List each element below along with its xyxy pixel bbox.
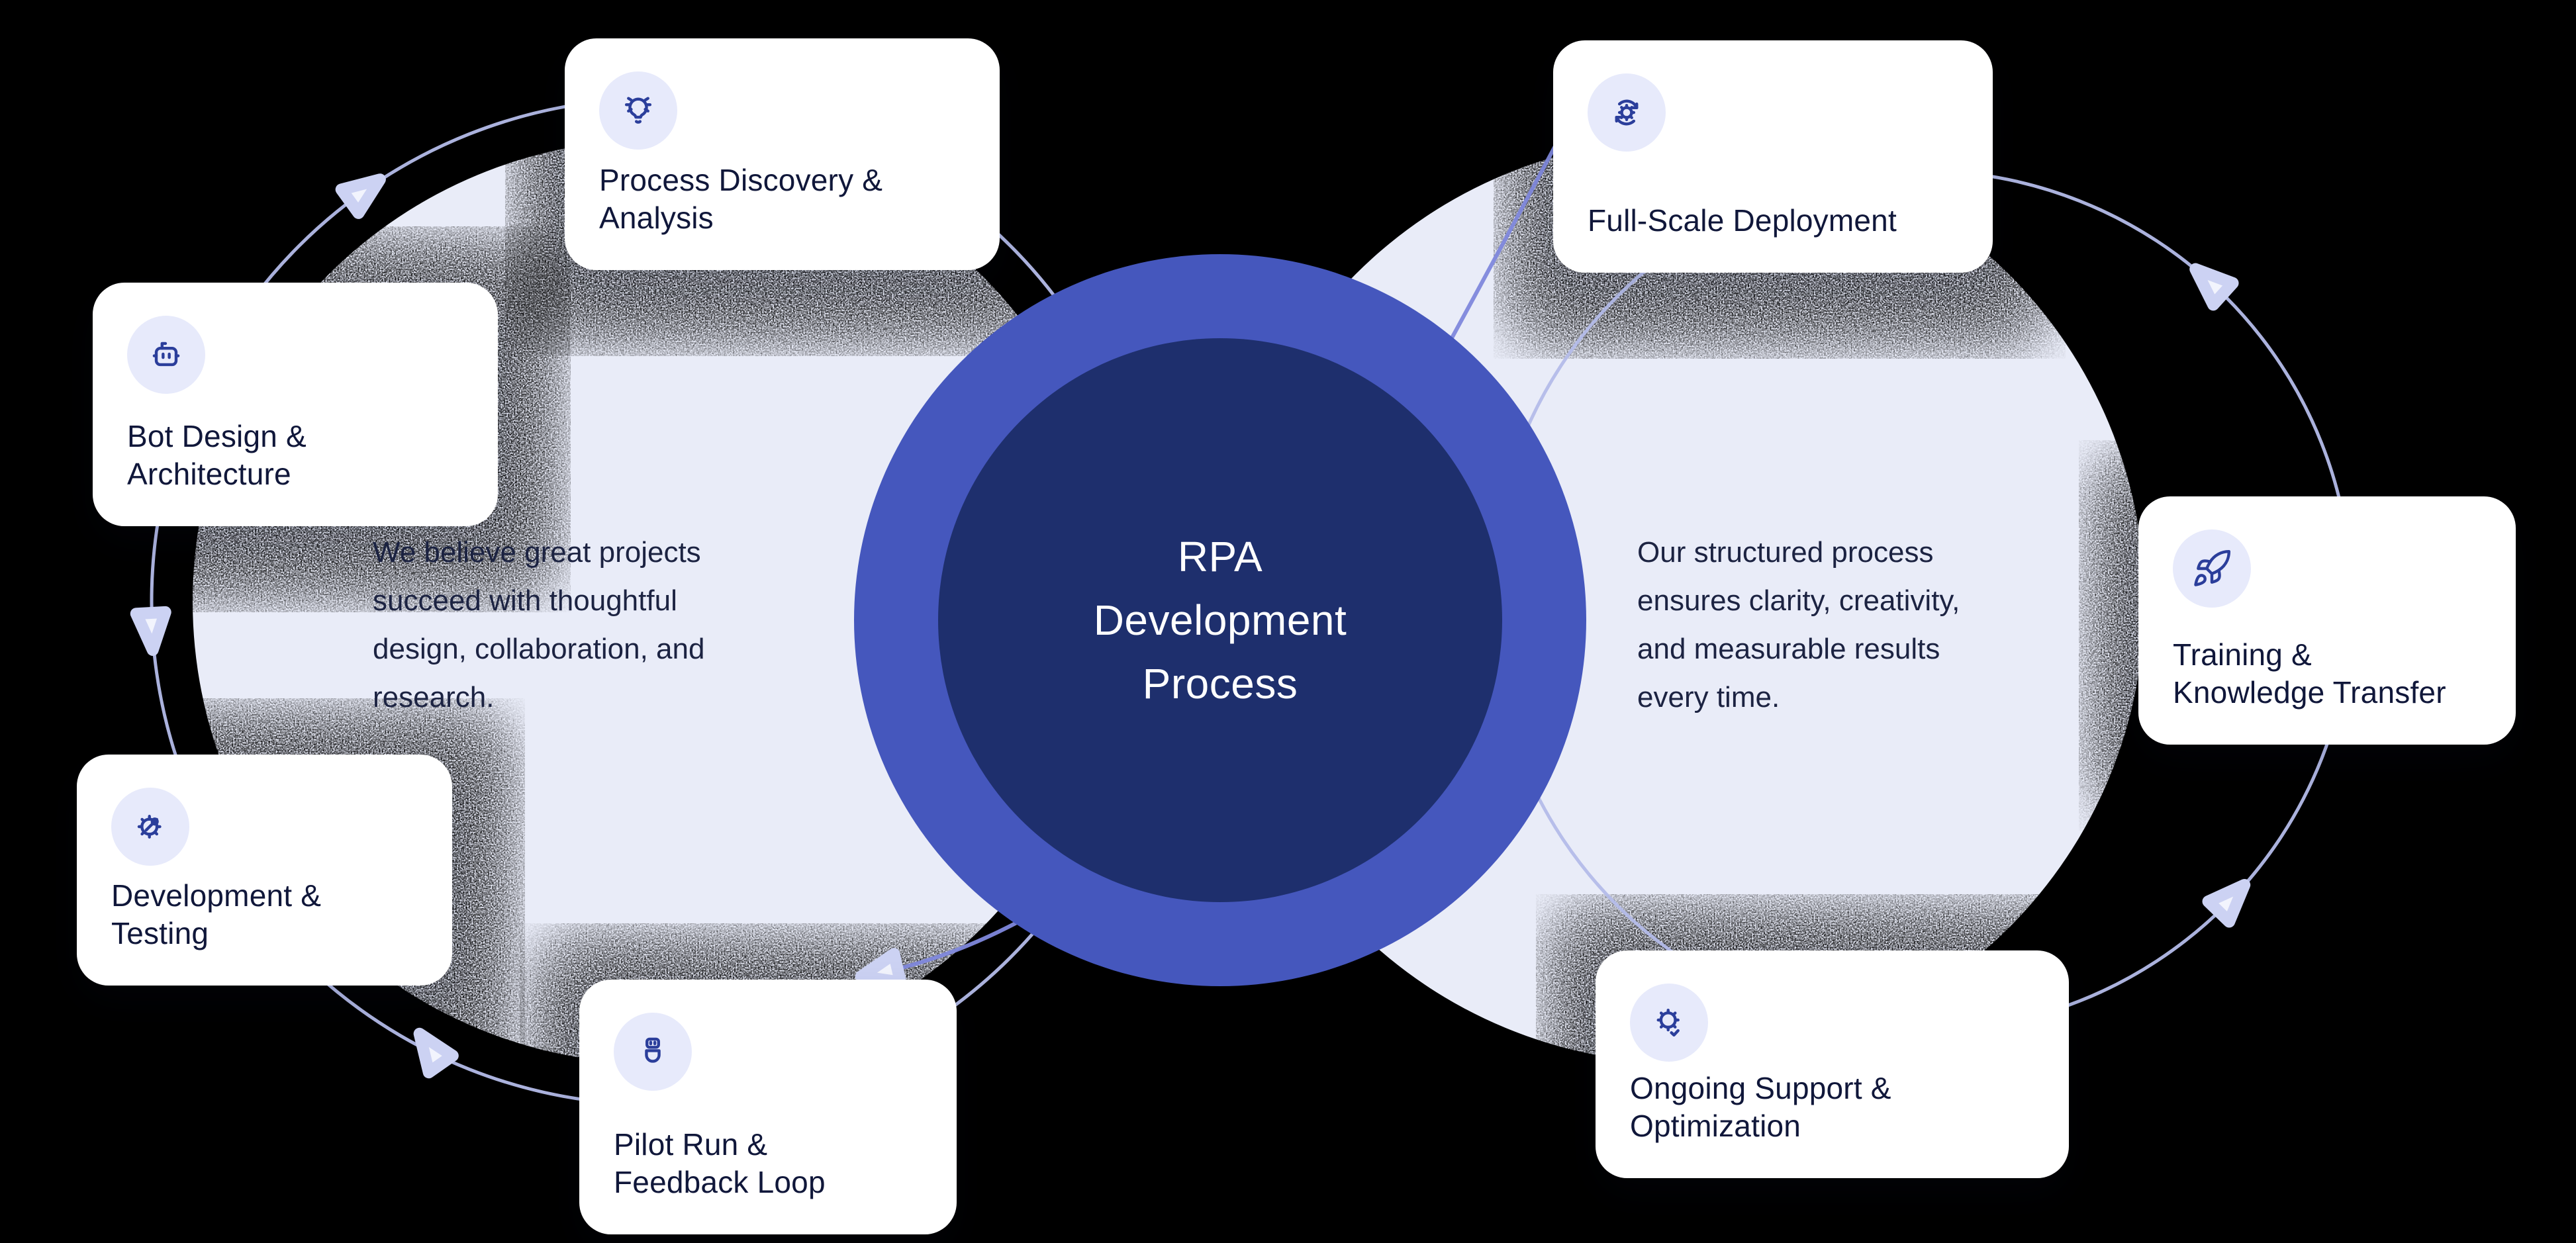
arrowhead-icon	[335, 173, 386, 219]
arrowhead-icon	[413, 1027, 459, 1079]
center-title-line: Process	[1142, 660, 1298, 708]
gear-wrench-icon	[111, 788, 189, 866]
arrowhead-icon	[2202, 878, 2251, 928]
arrowhead-icon	[130, 606, 171, 656]
card-title: Process Discovery &Analysis	[599, 163, 883, 235]
robot-head-icon	[127, 316, 205, 394]
center-ring: RPA Development Process	[854, 254, 1586, 986]
gear-sync-icon	[1588, 73, 1666, 152]
card-pilot-run: Pilot Run &Feedback Loop	[579, 980, 957, 1234]
center-title-line: Development	[1093, 596, 1347, 644]
left-note: We believe great projects succeed with t…	[373, 536, 705, 714]
lightbulb-icon	[599, 71, 677, 150]
arrowhead-icon	[855, 948, 907, 989]
card-title: Pilot Run &Feedback Loop	[614, 1127, 826, 1199]
center-title: RPA Development Process	[938, 338, 1502, 902]
arrowhead-icon	[2189, 263, 2239, 311]
card-ongoing-support: Ongoing Support &Optimization	[1596, 950, 2069, 1178]
card-training-knowledge: Training &Knowledge Transfer	[2138, 496, 2516, 745]
card-title: Bot Design &Architecture	[127, 419, 307, 491]
gear-check-icon	[1630, 984, 1708, 1062]
card-development-testing: Development &Testing	[77, 755, 452, 986]
card-title: Ongoing Support &Optimization	[1630, 1071, 1891, 1143]
card-title: Full-Scale Deployment	[1588, 203, 1897, 238]
rocket-icon	[2173, 529, 2251, 608]
card-title: Training &Knowledge Transfer	[2173, 637, 2446, 710]
card-title: Development &Testing	[111, 878, 322, 950]
right-note: Our structured process ensures clarity, …	[1637, 536, 1960, 714]
center-title-line: RPA	[1177, 533, 1263, 580]
card-bot-design: Bot Design &Architecture	[93, 283, 498, 526]
robot-icon	[614, 1013, 692, 1091]
card-full-scale-deployment: Full-Scale Deployment	[1553, 40, 1993, 273]
card-process-discovery: Process Discovery &Analysis	[565, 38, 1000, 270]
